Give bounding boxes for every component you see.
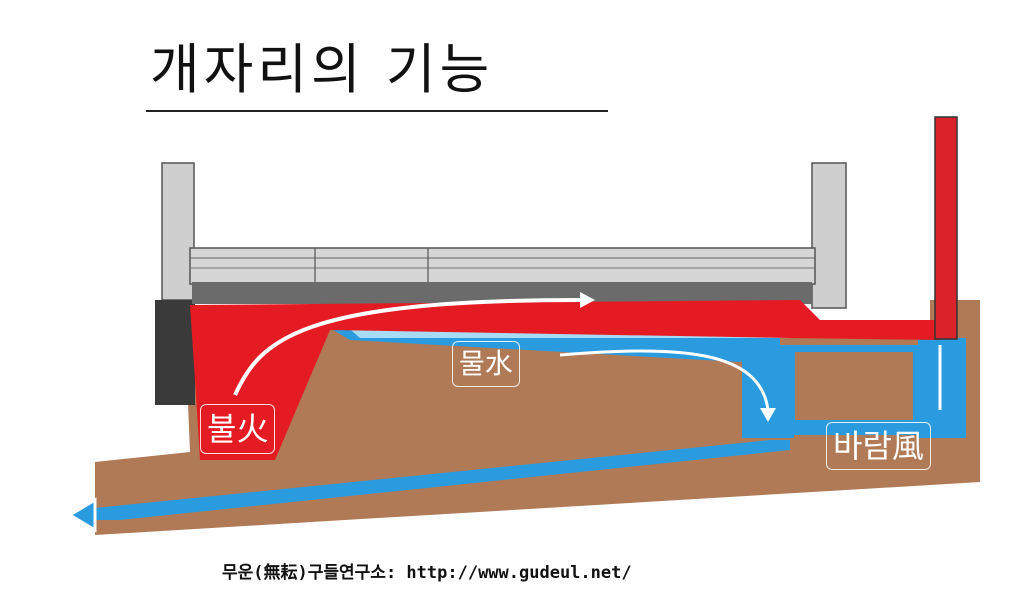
label-wind: 바람風	[826, 422, 931, 470]
diagram-title: 개자리의 기능	[150, 38, 494, 101]
right-wall	[811, 162, 847, 309]
label-water: 물水	[452, 341, 520, 387]
wind-chamber	[918, 338, 966, 438]
pit-inner	[795, 352, 913, 420]
fire-arrow	[233, 298, 581, 396]
drain-channel	[85, 440, 790, 520]
chimney	[934, 116, 958, 340]
water-arrow	[559, 349, 770, 411]
fire-arrowhead	[580, 292, 595, 308]
left-wall	[161, 162, 195, 301]
floor-mud-layer	[192, 282, 812, 304]
title-underline	[146, 110, 608, 112]
left-wall-base	[155, 300, 195, 405]
drain-arrowhead	[67, 497, 97, 533]
water-arrowhead	[760, 408, 776, 422]
footer-credit: 무운(無耘)구들연구소: http://www.gudeul.net/	[222, 563, 632, 583]
label-fire: 불火	[200, 404, 276, 454]
floor-slab	[189, 247, 816, 285]
